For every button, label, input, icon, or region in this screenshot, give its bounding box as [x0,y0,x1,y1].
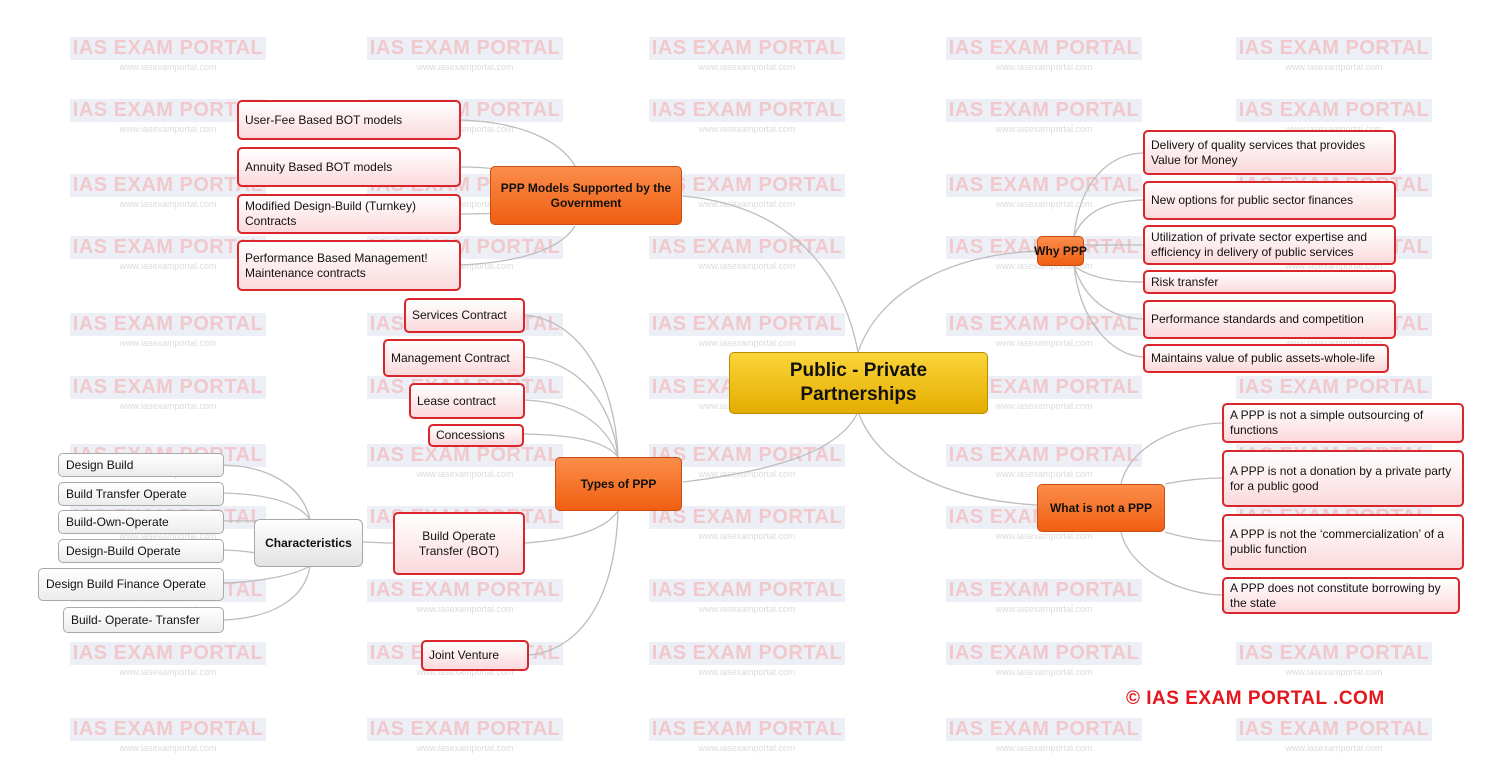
not-ppp-item-label: A PPP is not a donation by a private par… [1230,463,1452,493]
link-models-1 [460,119,576,167]
link-types-1 [524,314,619,458]
why-ppp-item-label: Maintains value of public assets-whole-l… [1151,351,1376,365]
ppp-model-item-label: Annuity Based BOT models [245,159,393,174]
ppp-type-item-label: Management Contract [391,350,510,365]
ppp-type-item[interactable]: Lease contract [409,383,525,419]
copyright-notice: © IAS EXAM PORTAL .COM [1126,688,1385,709]
not-ppp-item-label: A PPP is not a simple outsourcing of fun… [1230,408,1424,437]
characteristic-item[interactable]: Design-Build Operate [58,539,224,563]
not-ppp-item-label: A PPP does not constitute borrowing by t… [1230,580,1441,610]
ppp-type-item-label: Joint Venture [429,648,500,662]
why-ppp-item-label: Delivery of quality services that provid… [1151,137,1366,167]
topic-ppp-models[interactable]: PPP Models Supported by the Government [490,166,682,225]
characteristic-item[interactable]: Build- Operate- Transfer [63,607,224,633]
link-why-5 [1073,265,1144,320]
why-ppp-item-label: New options for public sector finances [1151,193,1354,207]
link-bot-characteristics [362,541,394,544]
ppp-type-item-label: Concessions [436,428,505,442]
ppp-type-item-label: Lease contract [417,393,496,408]
link-not-3 [1164,531,1223,542]
not-ppp-item[interactable]: A PPP is not a simple outsourcing of fun… [1222,403,1464,443]
link-not-4 [1120,531,1223,596]
link-not-2 [1164,477,1223,485]
ppp-model-item-label: User-Fee Based BOT models [245,112,403,127]
characteristics-node[interactable]: Characteristics [254,519,363,567]
characteristic-item[interactable]: Build-Own-Operate [58,510,224,534]
ppp-type-item[interactable]: Joint Venture [421,640,529,671]
why-ppp-item[interactable]: Risk transfer [1143,270,1396,294]
link-types-3 [524,399,619,458]
ppp-type-item[interactable]: Services Contract [404,298,525,333]
topic-ppp-models-label: PPP Models Supported by the Government [500,180,672,210]
why-ppp-item[interactable]: Delivery of quality services that provid… [1143,130,1396,175]
topic-types-of-ppp[interactable]: Types of PPP [555,457,682,511]
characteristic-item-label: Design Build [66,457,134,472]
topic-why-ppp-label: Why PPP [1034,243,1087,258]
central-topic[interactable]: Public - Private Partnerships [729,352,988,414]
link-types-4 [523,433,619,458]
topic-what-is-not-ppp[interactable]: What is not a PPP [1037,484,1165,532]
why-ppp-item[interactable]: Utilization of private sector expertise … [1143,225,1396,265]
why-ppp-item[interactable]: Maintains value of public assets-whole-l… [1143,344,1389,373]
not-ppp-item[interactable]: A PPP is not the ‘commercialization’ of … [1222,514,1464,570]
link-central-models [682,195,859,353]
ppp-type-item-label: Build Operate Transfer (BOT) [418,528,500,558]
characteristic-item-label: Build-Own-Operate [66,514,169,529]
ppp-model-item[interactable]: Annuity Based BOT models [237,147,461,187]
link-why-2 [1073,199,1144,237]
characteristic-item-label: Build Transfer Operate [66,486,187,501]
ppp-model-item[interactable]: Performance Based Management! Maintenanc… [237,240,461,291]
not-ppp-item[interactable]: A PPP does not constitute borrowing by t… [1222,577,1460,614]
ppp-type-item[interactable]: Concessions [428,424,524,447]
why-ppp-item-label: Utilization of private sector expertise … [1151,230,1368,259]
why-ppp-item[interactable]: New options for public sector finances [1143,181,1396,220]
link-char-1 [223,464,311,520]
link-char-5 [223,565,311,584]
ppp-type-item[interactable]: Management Contract [383,339,525,377]
not-ppp-item-label: A PPP is not the ‘commercialization’ of … [1230,527,1445,556]
ppp-model-item-label: Modified Design-Build (Turnkey) Contract… [245,199,416,228]
ppp-model-item-label: Performance Based Management! Maintenanc… [245,250,428,280]
link-types-2 [524,356,619,458]
topic-why-ppp[interactable]: Why PPP [1034,236,1087,266]
link-why-4 [1073,265,1144,283]
link-central-notppp [857,411,1038,506]
why-ppp-item[interactable]: Performance standards and competition [1143,300,1396,339]
characteristic-item-label: Design Build Finance Operate [46,577,207,591]
link-why-6 [1073,265,1144,358]
link-char-2 [223,492,311,520]
characteristic-item[interactable]: Build Transfer Operate [58,482,224,506]
ppp-type-item-label: Services Contract [412,308,507,322]
characteristic-item[interactable]: Design Build [58,453,224,477]
characteristics-label: Characteristics [265,535,352,550]
characteristic-item-label: Design-Build Operate [66,543,181,558]
why-ppp-item-label: Risk transfer [1151,274,1219,289]
topic-types-of-ppp-label: Types of PPP [580,476,657,491]
why-ppp-item-label: Performance standards and competition [1151,312,1364,326]
ppp-type-item[interactable]: Build Operate Transfer (BOT) [393,512,525,575]
link-types-6 [528,510,619,656]
topic-what-is-not-ppp-label: What is not a PPP [1049,500,1152,515]
ppp-model-item[interactable]: User-Fee Based BOT models [237,100,461,140]
link-models-4 [460,225,576,266]
link-types-5 [524,510,619,544]
link-char-6 [223,565,311,621]
link-central-why [857,250,1038,353]
central-topic-label: Public - Private Partnerships [789,360,928,405]
not-ppp-item[interactable]: A PPP is not a donation by a private par… [1222,450,1464,507]
characteristic-item-label: Build- Operate- Transfer [71,612,200,627]
link-not-1 [1120,422,1223,485]
link-central-types [682,411,859,483]
link-why-1 [1073,152,1144,237]
ppp-model-item[interactable]: Modified Design-Build (Turnkey) Contract… [237,194,461,234]
characteristic-item[interactable]: Design Build Finance Operate [38,568,224,601]
